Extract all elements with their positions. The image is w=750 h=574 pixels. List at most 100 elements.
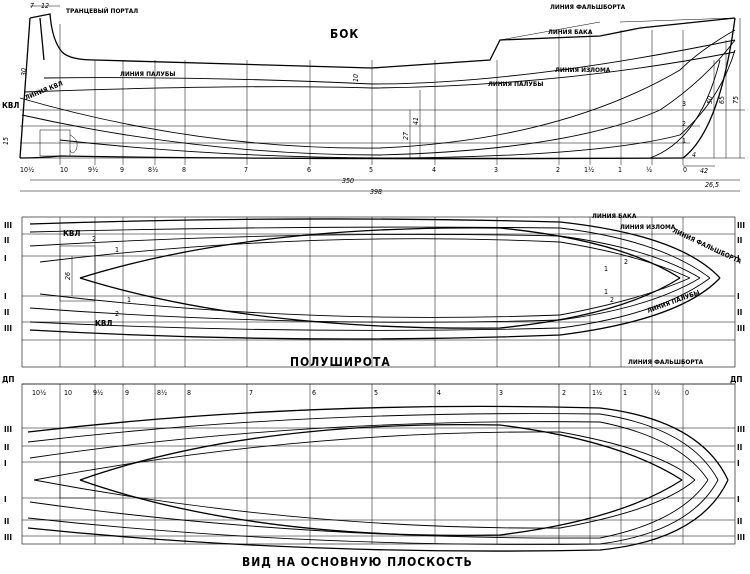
- plan-2-bottom: [27, 479, 719, 545]
- st-label: 0: [685, 389, 689, 397]
- wl-label-left: I: [4, 292, 7, 301]
- plan-2-top: [27, 413, 719, 481]
- st-label: 7: [244, 166, 248, 174]
- plan-wl-left: I: [4, 495, 7, 504]
- wl-label-right: II: [737, 236, 743, 245]
- buttock-2: [21, 39, 736, 156]
- st-label: 6: [312, 389, 316, 397]
- bow-top: [619, 17, 736, 23]
- plan-3-bottom: [29, 479, 709, 539]
- st-label: 4: [432, 166, 436, 174]
- st-label: 8: [187, 389, 191, 397]
- plan-station-numbers: 10½ 10 9½ 9 8½ 8 7 6 5 4 3 2 1½ 1 ½ 0: [32, 389, 689, 397]
- wl-label-left: I: [4, 254, 7, 263]
- plan-view-title: ВИД НА ОСНОВНУЮ ПЛОСКОСТЬ: [242, 555, 473, 569]
- hb-dim-26: 26: [64, 272, 72, 280]
- hb-deck-bottom: [29, 277, 711, 331]
- dim-12: 12: [41, 2, 49, 10]
- plan-wl-right: I: [737, 495, 740, 504]
- wl-label-right: III: [737, 324, 745, 333]
- st-label: 10: [60, 166, 68, 174]
- plan-wl-left: III: [4, 533, 12, 542]
- st-label: 2: [562, 389, 566, 397]
- st-label: 1: [618, 166, 622, 174]
- st-label: ½: [654, 389, 660, 397]
- plan-wl-right: III: [737, 533, 745, 542]
- buttock-3: [19, 29, 736, 149]
- dim-42: 42: [700, 167, 708, 175]
- side-forecastle-label: ЛИНИЯ БАКА: [548, 28, 593, 36]
- plan-3-top: [29, 421, 709, 481]
- plan-wl-left: II: [4, 517, 10, 526]
- wl-label-left: III: [4, 324, 12, 333]
- propeller: [69, 134, 78, 154]
- dim-41: 41: [412, 117, 420, 125]
- st-label: 7: [249, 389, 253, 397]
- st-label: 1½: [592, 389, 602, 397]
- plan-wl-right: III: [737, 425, 745, 434]
- dim-15: 15: [2, 137, 10, 145]
- side-view-title: БОК: [330, 27, 359, 41]
- plan-outer-bottom: [27, 479, 729, 552]
- st-label: ½: [646, 166, 652, 174]
- transom-label: ТРАНЦЕВЫЙ ПОРТАЛ: [66, 6, 138, 15]
- hb-buttock-2-fwd-b: 2: [610, 296, 614, 304]
- st-label: 5: [369, 166, 373, 174]
- hb-chine-bottom: [29, 277, 701, 323]
- hb-buttock-1-fwd-b: 1: [604, 288, 608, 296]
- hb-kvl-top: [79, 227, 681, 279]
- st-label: 10½: [20, 166, 34, 174]
- st-label: 3: [499, 389, 503, 397]
- dim-65: 65: [718, 96, 726, 104]
- hb-chine-top: [29, 233, 701, 279]
- st-label: 9: [120, 166, 124, 174]
- side-deck-label-aft: ЛИНИЯ ПАЛУБЫ: [120, 70, 175, 78]
- dim-10: 10: [352, 74, 360, 82]
- plan-4-bottom: [33, 479, 696, 529]
- side-chine-label: ЛИНИЯ ИЗЛОМА: [555, 66, 611, 74]
- dp-label-left: ДП: [2, 375, 14, 384]
- st-label: 8½: [157, 389, 167, 397]
- dim-50: 50: [706, 96, 714, 104]
- hb-buttock-2-fwd: 2: [624, 258, 628, 266]
- hb-buttock-1-fwd: 1: [604, 265, 608, 273]
- side-kvl-label: КВЛ: [2, 101, 19, 110]
- dim-4: 4: [692, 151, 696, 159]
- st-label: 8: [182, 166, 186, 174]
- st-label: 8½: [148, 166, 158, 174]
- st-label: 9½: [88, 166, 98, 174]
- keel-line: [19, 155, 684, 160]
- plan-inner-bottom: [79, 479, 683, 537]
- plan-wl-right: I: [737, 459, 740, 468]
- wl-label-right: III: [737, 221, 745, 230]
- st-label: 5: [374, 389, 378, 397]
- side-station-numbers: 10½ 10 9½ 9 8½ 8 7 6 5 4 3 2 1½ 1 ½ 0: [20, 166, 687, 174]
- transom-profile: [29, 13, 96, 61]
- hb-bulwark-label: ЛИНИЯ ФАЛЬШБОРТА: [671, 227, 743, 266]
- plan-frame: [21, 383, 736, 545]
- hb-chine-label: ЛИНИЯ ИЗЛОМА: [620, 223, 676, 231]
- st-label: 1: [623, 389, 627, 397]
- wl-label-right: I: [737, 292, 740, 301]
- dim-398: 398: [370, 188, 382, 196]
- hb-wl-top: [39, 238, 691, 279]
- plan-wl-left: III: [4, 425, 12, 434]
- wl-label-left: II: [4, 308, 10, 317]
- side-buttock-3: 3: [682, 100, 686, 108]
- dp-label-right: ДП: [730, 375, 742, 384]
- plan-outer-top: [27, 405, 729, 481]
- wl-label-left: II: [4, 236, 10, 245]
- plan-inner-top: [79, 423, 683, 481]
- st-label: 9½: [93, 389, 103, 397]
- hb-kvl-label-2: КВЛ: [95, 319, 112, 328]
- side-bulwark-label: ЛИНИЯ ФАЛЬШБОРТА: [550, 3, 626, 11]
- wl-label-left: III: [4, 221, 12, 230]
- dim-75: 75: [732, 96, 740, 104]
- hb-aft-block: [59, 245, 96, 302]
- side-station-lines: [59, 24, 684, 165]
- stem-profile: [682, 17, 736, 159]
- plan-wl-right: II: [737, 517, 743, 526]
- st-label: 9: [125, 389, 129, 397]
- bow-waterline-curve: [649, 59, 721, 159]
